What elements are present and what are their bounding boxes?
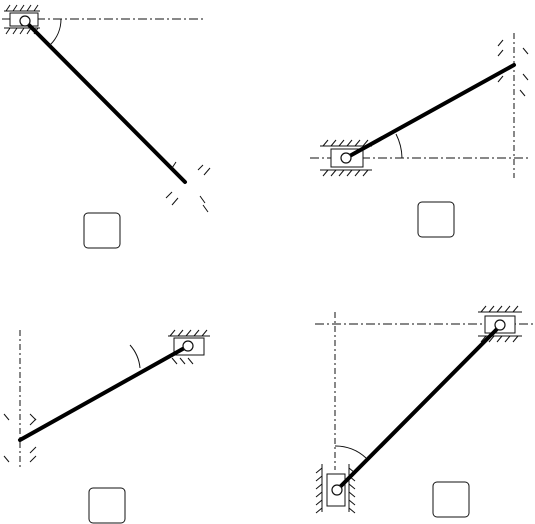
- figure-d: [315, 305, 534, 518]
- connecting-rod: [335, 324, 502, 492]
- angle-arc: [129, 344, 141, 369]
- pin-joint-top: [494, 319, 506, 331]
- pin-joint: [340, 152, 352, 164]
- angle-arc: [334, 445, 367, 459]
- ground-hatch-top: [4, 4, 40, 12]
- connecting-rod: [344, 63, 516, 160]
- connecting-rod: [18, 344, 190, 442]
- figure-label-box-c: [88, 487, 126, 524]
- ground-hatch-bottom: [320, 169, 372, 177]
- figure-b: [310, 33, 530, 238]
- ground-hatch-bottom: [478, 335, 522, 343]
- pin-joint: [182, 340, 194, 352]
- figure-c: [3, 329, 210, 524]
- pin-joint: [19, 15, 31, 27]
- ground-hatch-top: [320, 139, 372, 147]
- connecting-rod: [23, 19, 187, 184]
- ground-hatch-top: [478, 305, 522, 313]
- figure-label-box-a: [83, 212, 121, 249]
- end-guide-marks: [165, 161, 211, 213]
- figure-label-box-b: [417, 201, 455, 238]
- ground-hatch-left: [315, 464, 323, 514]
- figure-a: [2, 4, 211, 249]
- end-guide-marks: [497, 39, 529, 97]
- angle-arc: [49, 18, 62, 46]
- ground-hatch-top: [168, 329, 210, 337]
- angle-arc: [395, 133, 403, 159]
- guide-marks: [3, 357, 194, 463]
- figure-label-box-d: [432, 481, 470, 518]
- pin-joint-bottom: [331, 484, 343, 496]
